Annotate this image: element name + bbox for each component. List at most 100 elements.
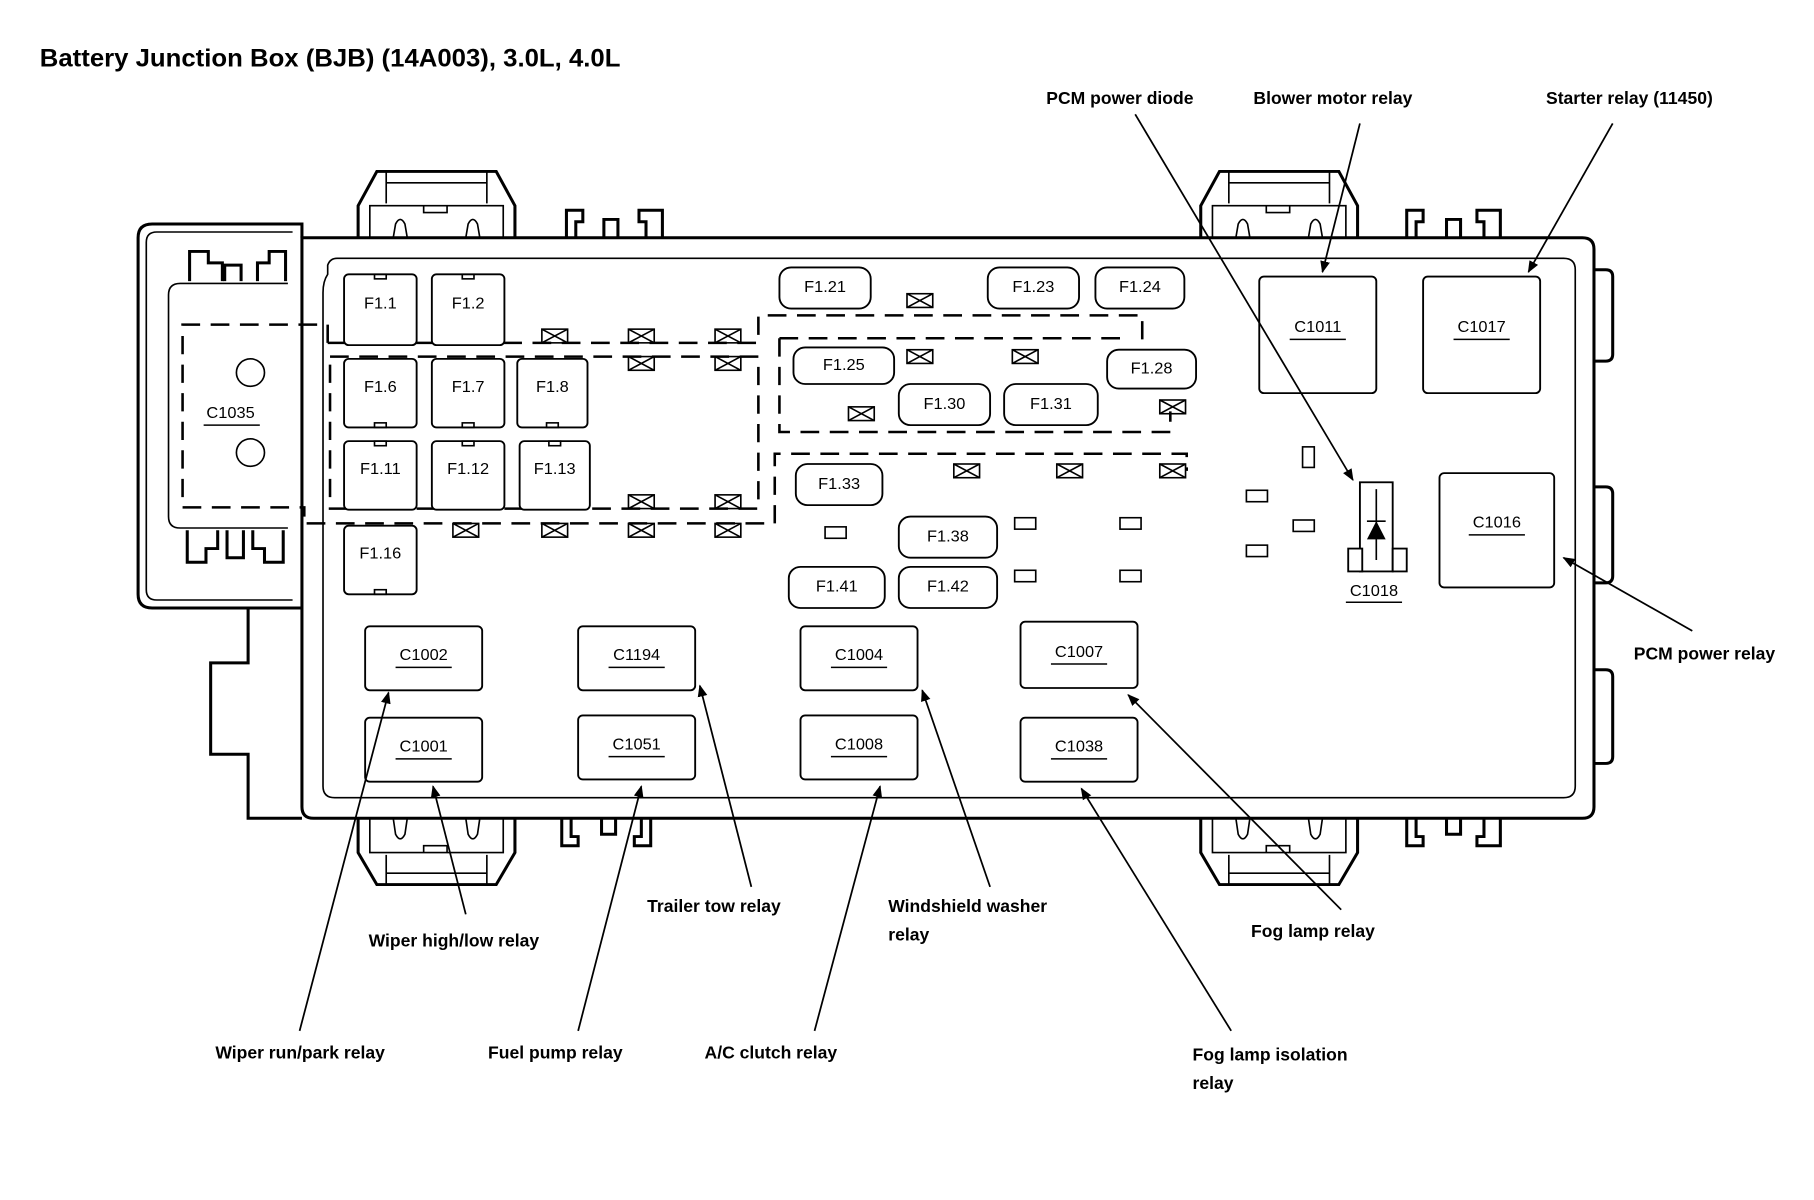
- fuse-label: F1.31: [1030, 395, 1072, 413]
- relay-c1007[interactable]: C1007: [1019, 620, 1139, 689]
- fuse-f1-30[interactable]: F1.30: [897, 383, 992, 427]
- fuse-f1-2[interactable]: F1.2: [430, 273, 506, 347]
- fuse-f1-28[interactable]: F1.28: [1106, 348, 1198, 390]
- fuse-label: F1.11: [360, 460, 401, 478]
- relay-c1011[interactable]: C1011: [1258, 275, 1378, 395]
- connector-label: C1011: [1294, 318, 1341, 336]
- connector-label: C1017: [1457, 318, 1505, 336]
- fuse-label: F1.21: [804, 278, 846, 296]
- x-pad-icon: [1158, 399, 1187, 415]
- fuse-f1-13[interactable]: F1.13: [518, 440, 591, 511]
- connector-label: C1002: [400, 646, 448, 664]
- callout-pcm-power-relay: PCM power relay: [1634, 644, 1776, 664]
- relay-c1017[interactable]: C1017: [1422, 275, 1542, 395]
- fuse-label: F1.28: [1131, 360, 1173, 378]
- callouts: PCM power diode Blower motor relay Start…: [215, 88, 1775, 1093]
- fuse-f1-23[interactable]: F1.23: [986, 266, 1080, 310]
- callout-fuel-pump-relay: Fuel pump relay: [488, 1042, 623, 1062]
- terminal-slot: [1301, 446, 1316, 469]
- terminal-slot: [1119, 569, 1142, 583]
- fuse-label: F1.13: [534, 460, 576, 478]
- fuse-label: F1.25: [823, 356, 865, 374]
- fuse-label: F1.6: [364, 378, 397, 396]
- x-pad-icon: [1055, 463, 1084, 479]
- x-pad-icon: [906, 292, 934, 309]
- terminal-slot: [1013, 516, 1037, 530]
- fuse-f1-6[interactable]: F1.6: [343, 357, 418, 429]
- x-pad-icon: [1158, 463, 1187, 479]
- relay-c1004[interactable]: C1004: [799, 625, 919, 692]
- connector-label: C1194: [613, 646, 660, 664]
- relay-c1002[interactable]: C1002: [364, 625, 484, 692]
- fuse-f1-8[interactable]: F1.8: [516, 357, 589, 429]
- fuse-label: F1.38: [927, 528, 969, 546]
- callout-windshield-washer-relay: Windshield washer: [888, 896, 1047, 916]
- callout-starter-relay: Starter relay (11450): [1546, 88, 1713, 108]
- callout-wiper-run-park-relay: Wiper run/park relay: [215, 1042, 385, 1062]
- bus-rails: [306, 314, 1188, 525]
- fuse-f1-12[interactable]: F1.12: [430, 440, 506, 511]
- terminal-slot: [1292, 519, 1316, 533]
- c1018-label: C1018: [1350, 582, 1398, 600]
- callout-fog-lamp-isolation-relay-line2: relay: [1193, 1073, 1234, 1093]
- x-pad-icon: [906, 348, 934, 365]
- fuse-label: F1.33: [818, 475, 860, 493]
- x-pad-icon: [714, 522, 742, 538]
- x-pad-icon: [452, 522, 480, 538]
- relay-c1016[interactable]: C1016: [1438, 472, 1556, 589]
- callout-pcm-power-diode: PCM power diode: [1046, 88, 1194, 108]
- connector-label: C1004: [835, 646, 883, 664]
- fuse-f1-7[interactable]: F1.7: [430, 357, 506, 429]
- callout-blower-motor-relay: Blower motor relay: [1253, 88, 1412, 108]
- relay-c1194[interactable]: C1194: [577, 625, 697, 692]
- x-pad-icon: [952, 463, 981, 479]
- x-pad-icon: [627, 494, 656, 510]
- connector-label: C1001: [400, 738, 448, 756]
- relay-c1008[interactable]: C1008: [799, 714, 919, 781]
- x-pad-icon: [714, 355, 742, 372]
- relay-c1001[interactable]: C1001: [364, 716, 484, 783]
- relay-c1051[interactable]: C1051: [577, 714, 697, 781]
- terminal-slots: [824, 446, 1316, 583]
- fuse-f1-21[interactable]: F1.21: [778, 266, 872, 310]
- terminal-slot: [824, 526, 847, 540]
- x-pad-icon: [714, 494, 742, 510]
- fuse-label: F1.7: [452, 378, 485, 396]
- terminal-slot: [1245, 544, 1269, 558]
- connector-label: C1008: [835, 736, 883, 754]
- relay-c1038[interactable]: C1038: [1019, 716, 1139, 783]
- fuse-f1-33[interactable]: F1.33: [794, 463, 884, 507]
- x-pad-icon: [541, 522, 569, 538]
- fuse-label: F1.16: [359, 545, 401, 563]
- fuse-f1-1[interactable]: F1.1: [343, 273, 418, 347]
- fuse-f1-31[interactable]: F1.31: [1003, 383, 1099, 427]
- x-pad-icon: [847, 406, 876, 422]
- connector-label: C1007: [1055, 643, 1103, 661]
- fuse-f1-42[interactable]: F1.42: [897, 565, 999, 609]
- callout-fog-lamp-isolation-relay: Fog lamp isolation: [1193, 1045, 1348, 1065]
- fuse-group: F1.1 F1.2F1.6 F1.7 F1.8F1.11 F1.12 F1.13F1.16…: [343, 266, 1198, 609]
- x-pad-icon: [627, 355, 656, 372]
- callout-windshield-washer-relay-line2: relay: [888, 925, 929, 945]
- connector-label: C1051: [613, 736, 661, 754]
- x-pads: [452, 292, 1187, 538]
- fuse-f1-11[interactable]: F1.11: [343, 440, 418, 511]
- connector-label: C1016: [1473, 514, 1521, 532]
- fuse-label: F1.41: [816, 578, 858, 596]
- pcm-power-diode[interactable]: C1018: [1345, 481, 1408, 604]
- terminal-slot: [1245, 489, 1269, 503]
- fuse-f1-24[interactable]: F1.24: [1094, 266, 1186, 310]
- fuse-label: F1.24: [1119, 278, 1161, 296]
- housing: [136, 169, 1615, 887]
- connector-c1035: C1035: [181, 323, 329, 517]
- fuse-f1-16[interactable]: F1.16: [343, 524, 418, 596]
- fuse-f1-38[interactable]: F1.38: [897, 515, 999, 559]
- c1035-label: C1035: [206, 404, 254, 422]
- fuse-f1-25[interactable]: F1.25: [792, 346, 896, 385]
- fuse-f1-41[interactable]: F1.41: [787, 565, 886, 609]
- fuse-label: F1.23: [1012, 278, 1054, 296]
- fuse-label: F1.2: [452, 294, 485, 312]
- x-pad-icon: [627, 522, 656, 538]
